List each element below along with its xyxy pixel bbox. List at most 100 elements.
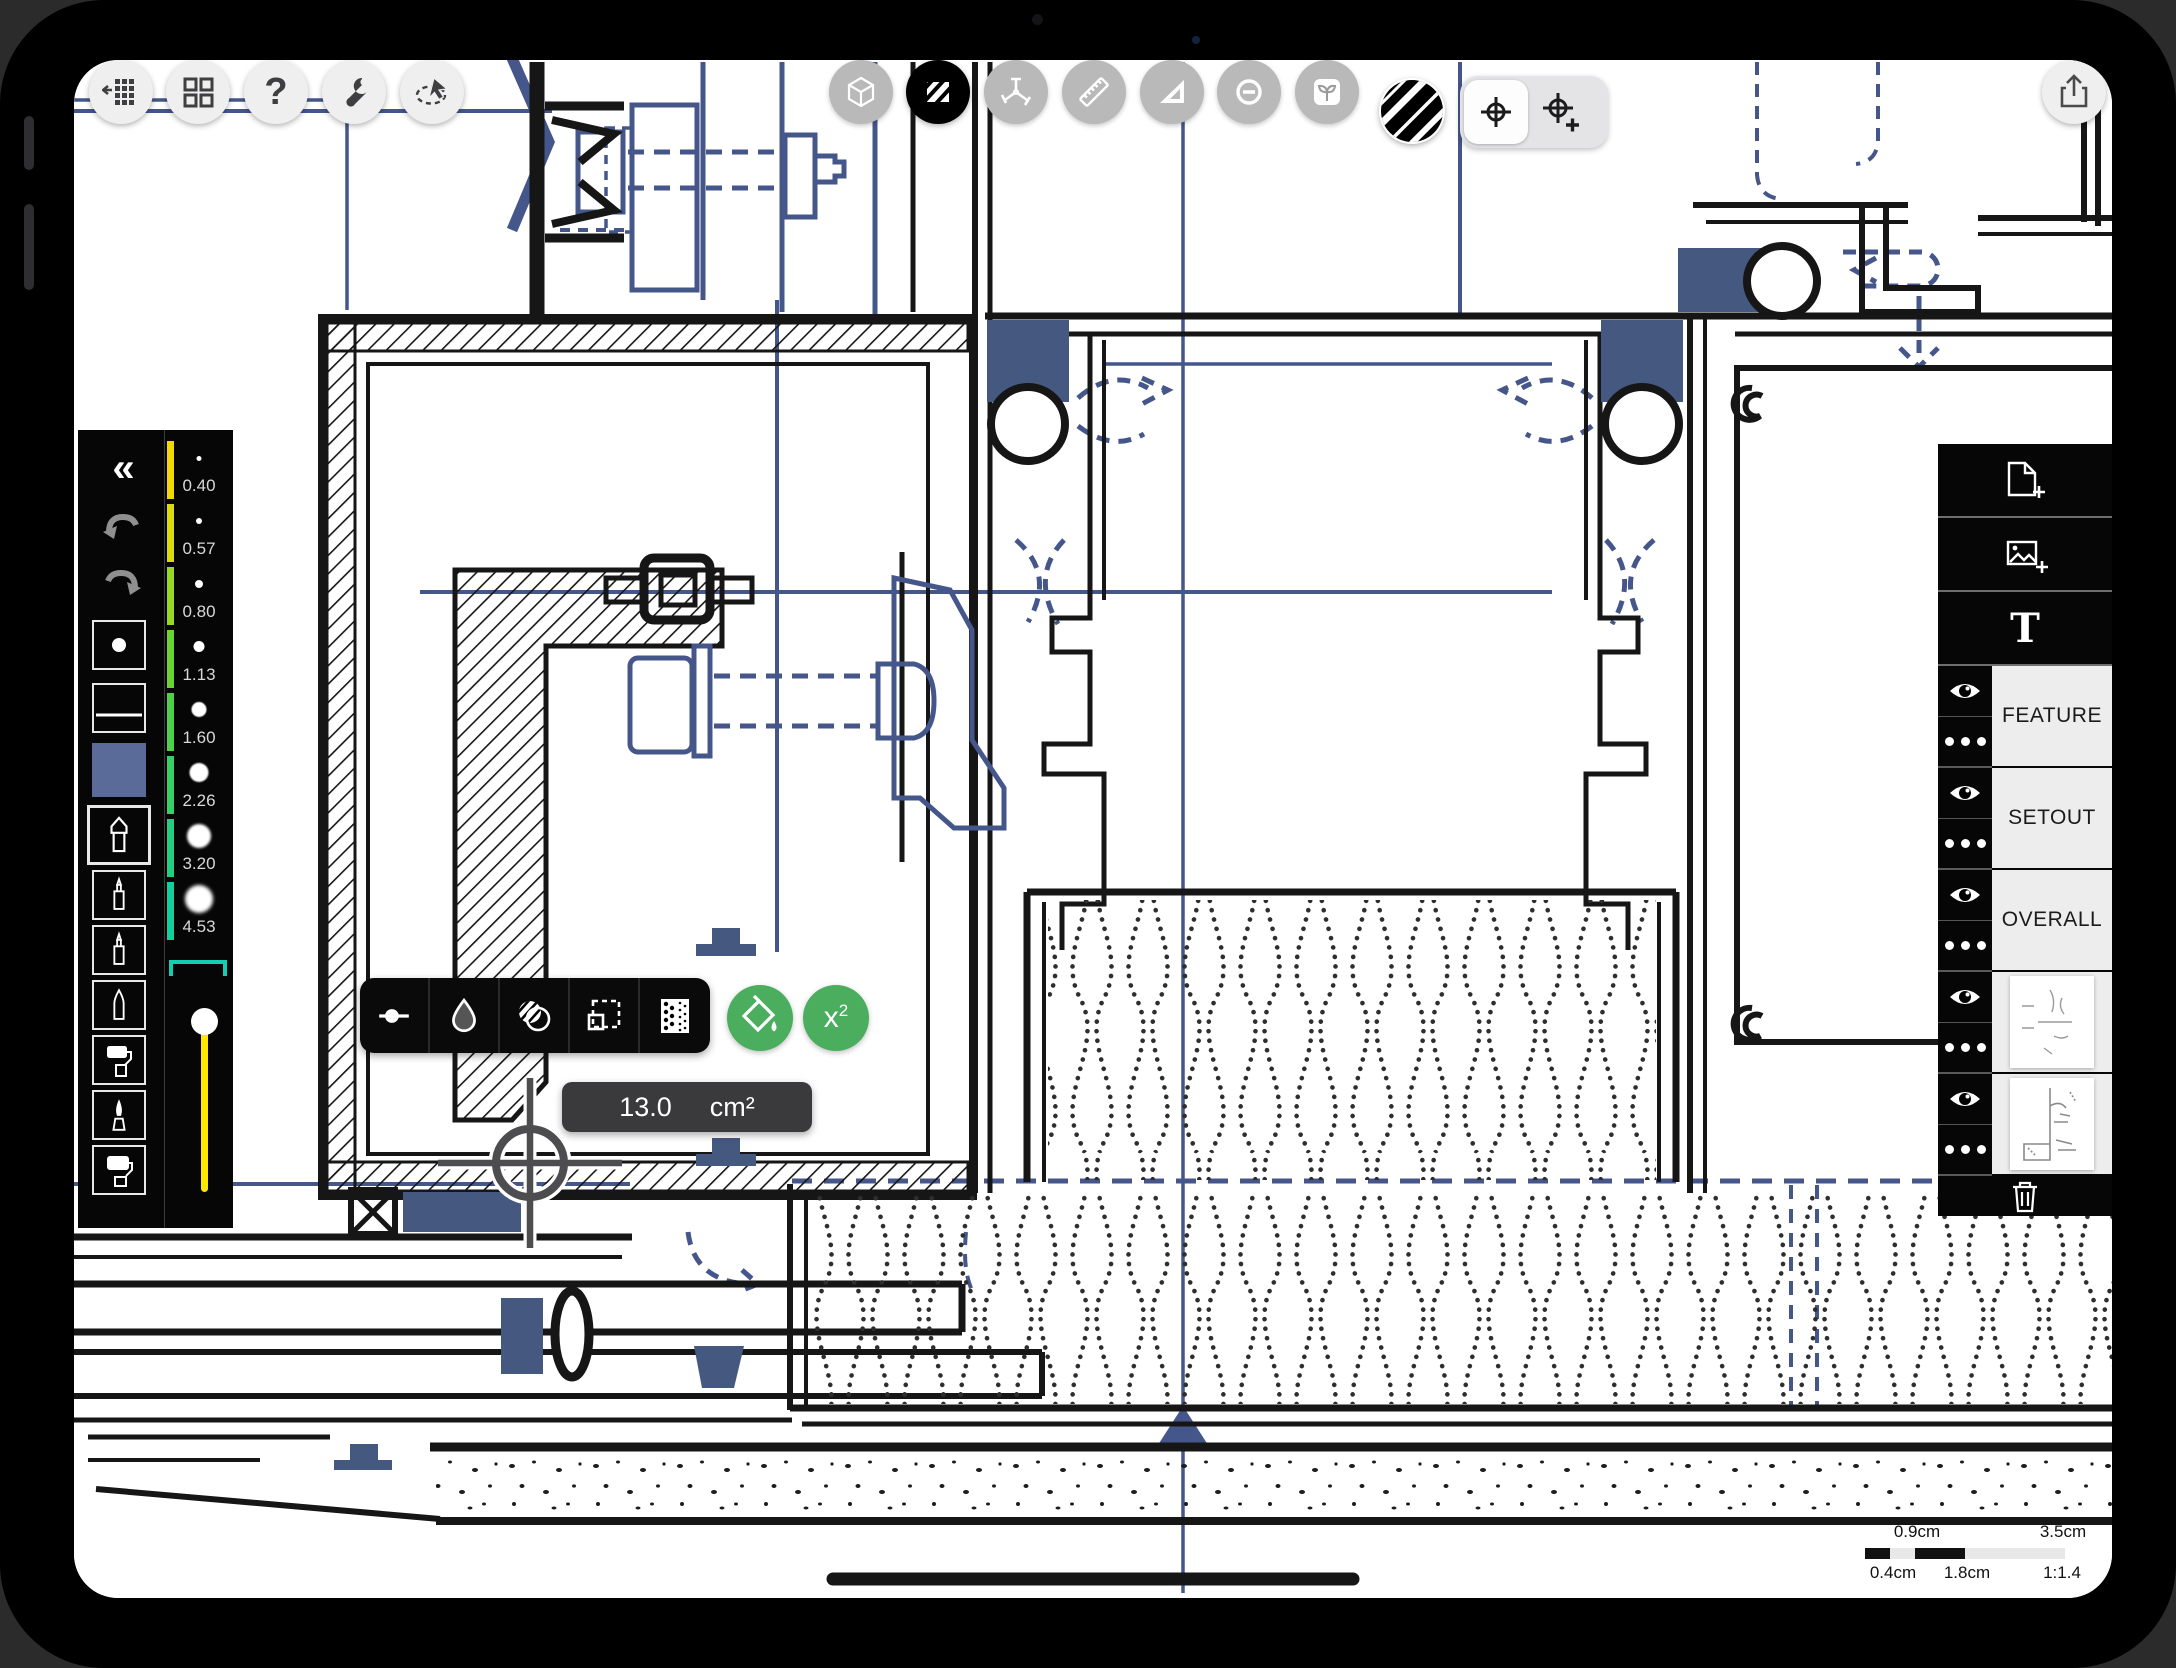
level-bar: [167, 693, 174, 751]
stroke-size-list: 0.40 0.57 0.80 1.13 1.60: [165, 430, 233, 1228]
tool-ink-brush[interactable]: [92, 1090, 146, 1140]
marquee-scale-button[interactable]: [570, 978, 640, 1053]
layer-options-button[interactable]: [1938, 819, 1992, 869]
app-screen: ?: [74, 60, 2112, 1598]
stroke-size-label: 4.53: [182, 917, 216, 936]
layer-visibility-toggle[interactable]: [1938, 972, 1992, 1023]
stroke-node-icon: [379, 1008, 409, 1023]
settings-button[interactable]: [322, 60, 386, 124]
measurement-unit: cm²: [709, 1091, 755, 1122]
layer-visibility-toggle[interactable]: [1938, 870, 1992, 921]
tool-round-pen[interactable]: [92, 980, 146, 1030]
tool-marker-pen[interactable]: [87, 805, 151, 865]
stroke-node-button[interactable]: [360, 978, 430, 1053]
scale-lower-left: 0.4cm: [1869, 1563, 1917, 1582]
ink-brush-icon: [112, 1099, 126, 1131]
stroke-dot: [195, 580, 203, 588]
stroke-size-option[interactable]: 2.26: [165, 755, 233, 815]
marquee-scale-icon: [587, 999, 621, 1030]
stroke-dot: [196, 518, 202, 524]
view-3d-button[interactable]: [829, 60, 893, 124]
layer-row: OVERALL: [1938, 870, 2112, 972]
select-lasso-icon: [415, 76, 449, 105]
snap-crosshair-option[interactable]: [1464, 80, 1528, 144]
layer-options-button[interactable]: [1938, 1023, 1992, 1073]
bolt-assembly: [627, 574, 1007, 831]
gaskets-and-rollers: [334, 242, 1821, 1470]
front-camera: [1032, 14, 1043, 25]
technical-pen-icon: [113, 931, 125, 965]
halftone-button[interactable]: [640, 978, 710, 1053]
layer-visibility-toggle[interactable]: [1938, 666, 1992, 717]
layer-options-button[interactable]: [1938, 1125, 1992, 1175]
layer-thumbnail-image: [2010, 976, 2094, 1068]
tool-paint-roller[interactable]: [92, 1035, 146, 1085]
tool-wide-roller[interactable]: [92, 1145, 146, 1195]
active-pattern-swatch[interactable]: [1379, 78, 1445, 144]
share-button[interactable]: [2042, 60, 2106, 124]
add-image-button[interactable]: [1938, 518, 2112, 592]
layer-name[interactable]: FEATURE: [1992, 666, 2112, 766]
fill-bucket-button[interactable]: [727, 985, 793, 1051]
rotate-tool-button[interactable]: [984, 60, 1048, 124]
set-square-button[interactable]: [1140, 60, 1204, 124]
layer-name[interactable]: SETOUT: [1992, 768, 2112, 868]
help-button[interactable]: ?: [244, 60, 308, 124]
area-measure-button[interactable]: x2: [803, 985, 869, 1051]
water-drop-button[interactable]: [430, 978, 500, 1053]
redo-button[interactable]: [78, 564, 165, 600]
scale-upper-right: 3.5cm: [2039, 1522, 2087, 1541]
ellipsis-icon: [1944, 838, 1986, 848]
tool-dot-tip[interactable]: [92, 620, 146, 670]
delete-layer-button[interactable]: [1938, 1176, 2112, 1214]
stamp-tool-button[interactable]: [1295, 60, 1359, 124]
ruler-tool-button[interactable]: [1062, 60, 1126, 124]
stroke-size-option[interactable]: 0.40: [165, 440, 233, 500]
crosshair-cursor[interactable]: [438, 1078, 622, 1248]
gallery-back-button[interactable]: [89, 60, 153, 124]
opacity-slider-knob[interactable]: [191, 1008, 218, 1035]
add-page-button[interactable]: [1938, 444, 2112, 518]
round-pen-icon: [113, 988, 125, 1020]
stroke-size-option[interactable]: 0.57: [165, 503, 233, 563]
concrete-stipple-band: [436, 1454, 2112, 1514]
hatch-fill-button[interactable]: [906, 60, 970, 124]
tool-technical-pen[interactable]: [92, 925, 146, 975]
opacity-slider-track[interactable]: [201, 1016, 208, 1192]
layer-visibility-toggle[interactable]: [1938, 768, 1992, 819]
scale-lower-mid: 1.8cm: [1943, 1563, 1991, 1582]
layer-options-button[interactable]: [1938, 921, 1992, 971]
subtract-button[interactable]: [1217, 60, 1281, 124]
collapse-sidebar-button[interactable]: «: [112, 446, 134, 490]
tree-stamp-icon: [1314, 79, 1340, 105]
layer-thumbnail[interactable]: [1992, 972, 2112, 1072]
tool-chisel-tip[interactable]: [92, 683, 146, 733]
tool-fineliner-pen[interactable]: [92, 870, 146, 920]
select-tool-button[interactable]: [400, 60, 464, 124]
stroke-size-option[interactable]: 1.60: [165, 692, 233, 752]
layer-thumbnail[interactable]: [1992, 1074, 2112, 1174]
crosshair-add-icon: [1543, 93, 1579, 132]
text-tool-icon: T: [2010, 604, 2040, 652]
ellipsis-icon: [1944, 1144, 1986, 1154]
layer-name[interactable]: OVERALL: [1992, 870, 2112, 970]
stroke-size-option[interactable]: 1.13: [165, 629, 233, 689]
snap-mode-toggle[interactable]: [1460, 76, 1608, 148]
undo-button[interactable]: [78, 508, 165, 544]
chisel-tip-icon: [96, 713, 142, 717]
stroke-size-option[interactable]: 0.80: [165, 566, 233, 626]
snap-crosshair-add-option[interactable]: [1528, 80, 1592, 144]
stroke-size-label: 3.20: [182, 854, 216, 873]
blend-circles-button[interactable]: [500, 978, 570, 1053]
add-text-button[interactable]: T: [1938, 592, 2112, 666]
color-swatch[interactable]: [92, 743, 146, 797]
stroke-size-option[interactable]: 3.20: [165, 818, 233, 878]
projects-button[interactable]: [166, 60, 230, 124]
ellipsis-icon: [1944, 940, 1986, 950]
set-square-icon: [1160, 80, 1184, 103]
layer-options-button[interactable]: [1938, 717, 1992, 767]
drawing-tools-sidebar: «: [78, 430, 233, 1228]
stroke-size-option[interactable]: 4.53: [165, 881, 233, 941]
layer-visibility-toggle[interactable]: [1938, 1074, 1992, 1125]
drawing-canvas[interactable]: [74, 60, 2112, 1598]
